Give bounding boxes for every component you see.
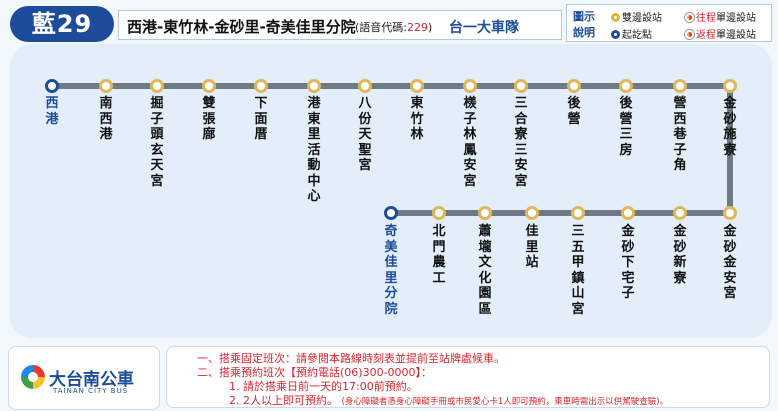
stop-dot-icon <box>525 206 539 220</box>
voice-code-value: 229 <box>407 21 428 34</box>
route-map-frame <box>10 44 772 338</box>
route-number-badge: 藍29 <box>10 6 114 42</box>
logo-subtitle: TAINAN CITY BUS <box>53 387 129 395</box>
stop-dot-icon <box>410 79 424 93</box>
stop-name-bottom-3: 佳里站 <box>525 224 539 270</box>
terminal-stop-dot-icon <box>384 206 398 220</box>
stop-name-top-5: 港東里活動中心 <box>307 96 321 204</box>
legend-text: 起訖點 <box>622 30 652 41</box>
legend-item-return: 返程單邊設站 <box>685 26 756 41</box>
notice-line-1: 一、搭乘固定班次：請參閱本路線時刻表並提前至站牌處候車。 <box>197 352 505 365</box>
stop-dot-icon <box>571 206 585 220</box>
stop-name-top-10: 後營 <box>567 96 581 127</box>
stop-dot-icon <box>307 79 321 93</box>
notice-line-3: 1. 請於搭乘日前一天的17:00前預約。 <box>229 380 418 393</box>
stop-name-bottom-7: 金砂金安宮 <box>723 224 737 301</box>
route-line-top <box>52 83 731 89</box>
stop-name-bottom-6: 金砂新寮 <box>673 224 687 286</box>
logo-box: 大台南公車 TAINAN CITY BUS <box>8 346 160 410</box>
stop-name-top-13: 金砂施寮 <box>723 96 737 158</box>
tainan-bus-logo-icon <box>21 365 45 389</box>
stop-dot-icon <box>150 79 164 93</box>
half-dot-icon <box>685 30 694 39</box>
stop-name-top-1: 南西港 <box>99 96 113 142</box>
stop-name-top-3: 雙張廍 <box>202 96 216 142</box>
legend-item-terminal: 起訖點 <box>611 26 652 41</box>
stop-dot-icon <box>673 206 687 220</box>
stop-dot-icon <box>432 206 446 220</box>
stop-name-top-11: 後營三房 <box>619 96 633 158</box>
operator-name: 台一大車隊 <box>449 20 519 36</box>
stop-name-top-6: 八份天聖宮 <box>358 96 372 173</box>
half-dot-icon <box>685 13 694 22</box>
route-name: 西港-東竹林-金砂里-奇美佳里分院 <box>127 18 356 36</box>
voice-code-label: (語音代碼:229) <box>355 19 432 35</box>
stop-dot-icon <box>99 79 113 93</box>
notice-line-4: 2. 2人以上即可預約。 (身心障礙者憑身心障礙手冊或市民愛心卡1人即可預約，乘… <box>229 392 668 408</box>
route-line-bottom <box>391 210 733 216</box>
legend-label: 圖示說明 <box>573 10 595 39</box>
voice-code-suffix: ) <box>428 21 433 34</box>
stop-name-top-7: 東竹林 <box>410 96 424 142</box>
stop-name-top-12: 營西巷子角 <box>673 96 687 173</box>
blue-dot-icon <box>611 30 620 39</box>
notice-line-2: 二、搭乘預約班次【預約電話(06)300-0000】： <box>197 366 433 379</box>
legend-text: 單邊設站 <box>716 30 756 41</box>
stop-dot-icon <box>358 79 372 93</box>
legend-text: 雙邊設站 <box>622 13 662 24</box>
stop-dot-icon <box>514 79 528 93</box>
stop-dot-icon <box>621 206 635 220</box>
legend-item-outbound: 往程單邊設站 <box>685 9 756 24</box>
stop-dot-icon <box>478 206 492 220</box>
legend-prefix: 返程 <box>696 30 716 41</box>
boarding-notice: 一、搭乘固定班次：請參閱本路線時刻表並提前至站牌處候車。 二、搭乘預約班次【預約… <box>166 346 770 408</box>
legend-text: 單邊設站 <box>716 13 756 24</box>
stop-dot-icon <box>254 79 268 93</box>
stop-name-bottom-2: 蕭壠文化園區 <box>478 224 492 317</box>
stop-name-bottom-4: 三五甲鎮山宮 <box>571 224 585 317</box>
legend: 圖示說明 雙邊設站 往程單邊設站 起訖點 返程單邊設站 <box>566 4 772 42</box>
yellow-dot-icon <box>611 13 620 22</box>
stop-dot-icon <box>463 79 477 93</box>
legend-item-both-sides: 雙邊設站 <box>611 9 662 24</box>
stop-dot-icon <box>202 79 216 93</box>
stop-dot-icon <box>723 79 737 93</box>
stop-name-top-8: 檨子林鳳安宮 <box>463 96 477 189</box>
stop-dot-icon <box>723 206 737 220</box>
stop-name-top-0: 西港 <box>45 96 59 127</box>
notice-line-4-note: (身心障礙者憑身心障礙手冊或市民愛心卡1人即可預約，乘車時需出示以供駕駛查驗)。 <box>341 397 669 407</box>
stop-dot-icon <box>673 79 687 93</box>
terminal-stop-dot-icon <box>45 79 59 93</box>
stop-name-top-4: 下面厝 <box>254 96 268 142</box>
voice-code-prefix: (語音代碼: <box>355 21 407 34</box>
stop-name-bottom-5: 金砂下宅子 <box>621 224 635 301</box>
route-title-box: 西港-東竹林-金砂里-奇美佳里分院 (語音代碼:229) 台一大車隊 <box>118 10 562 40</box>
stop-name-top-2: 掘子頭玄天宮 <box>150 96 164 189</box>
stop-dot-icon <box>619 79 633 93</box>
stop-name-bottom-1: 北門農工 <box>432 224 446 286</box>
logo-title: 大台南公車 <box>49 370 134 390</box>
legend-prefix: 往程 <box>696 13 716 24</box>
notice-line-4-text: 2. 2人以上即可預約。 <box>229 394 338 407</box>
route-line-right <box>727 83 733 215</box>
stop-dot-icon <box>567 79 581 93</box>
stop-name-bottom-0: 奇美佳里分院 <box>384 224 398 317</box>
stop-name-top-9: 三合寮三安宮 <box>514 96 528 189</box>
